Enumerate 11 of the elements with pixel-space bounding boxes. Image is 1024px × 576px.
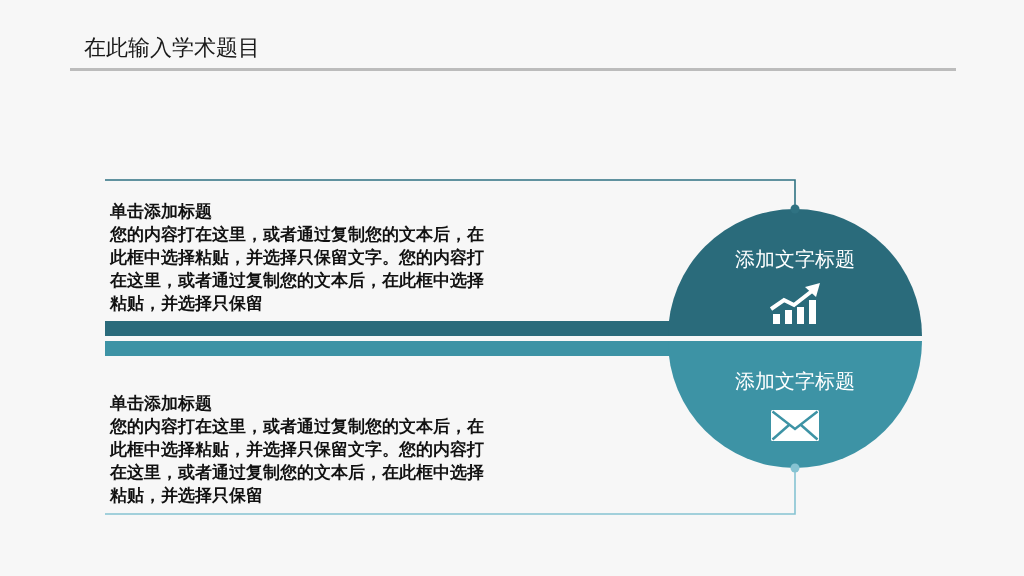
heading: 单击添加标题	[110, 392, 213, 415]
panel-title: 添加文字标题	[735, 369, 855, 393]
body-text: 您的内容打在这里，或者通过复制您的文本后，在此框中选择粘贴，并选择只保留文字。您的内容打在这里，或者通过复制您的文本后，在此框中选择粘贴，并选择只保留	[110, 415, 485, 507]
connector-line	[104, 179, 800, 214]
heading: 单击添加标题	[110, 200, 213, 223]
horizontal-bar	[105, 341, 670, 356]
horizontal-bar	[105, 321, 670, 336]
page-title: 在此输入学术题目	[84, 34, 260, 62]
body-text: 您的内容打在这里，或者通过复制您的文本后，在此框中选择粘贴，并选择只保留文字。您的内容打在这里，或者通过复制您的文本后，在此框中选择粘贴，并选择只保留	[110, 223, 485, 315]
panel-title: 添加文字标题	[735, 247, 855, 271]
connector-line	[104, 463, 800, 515]
